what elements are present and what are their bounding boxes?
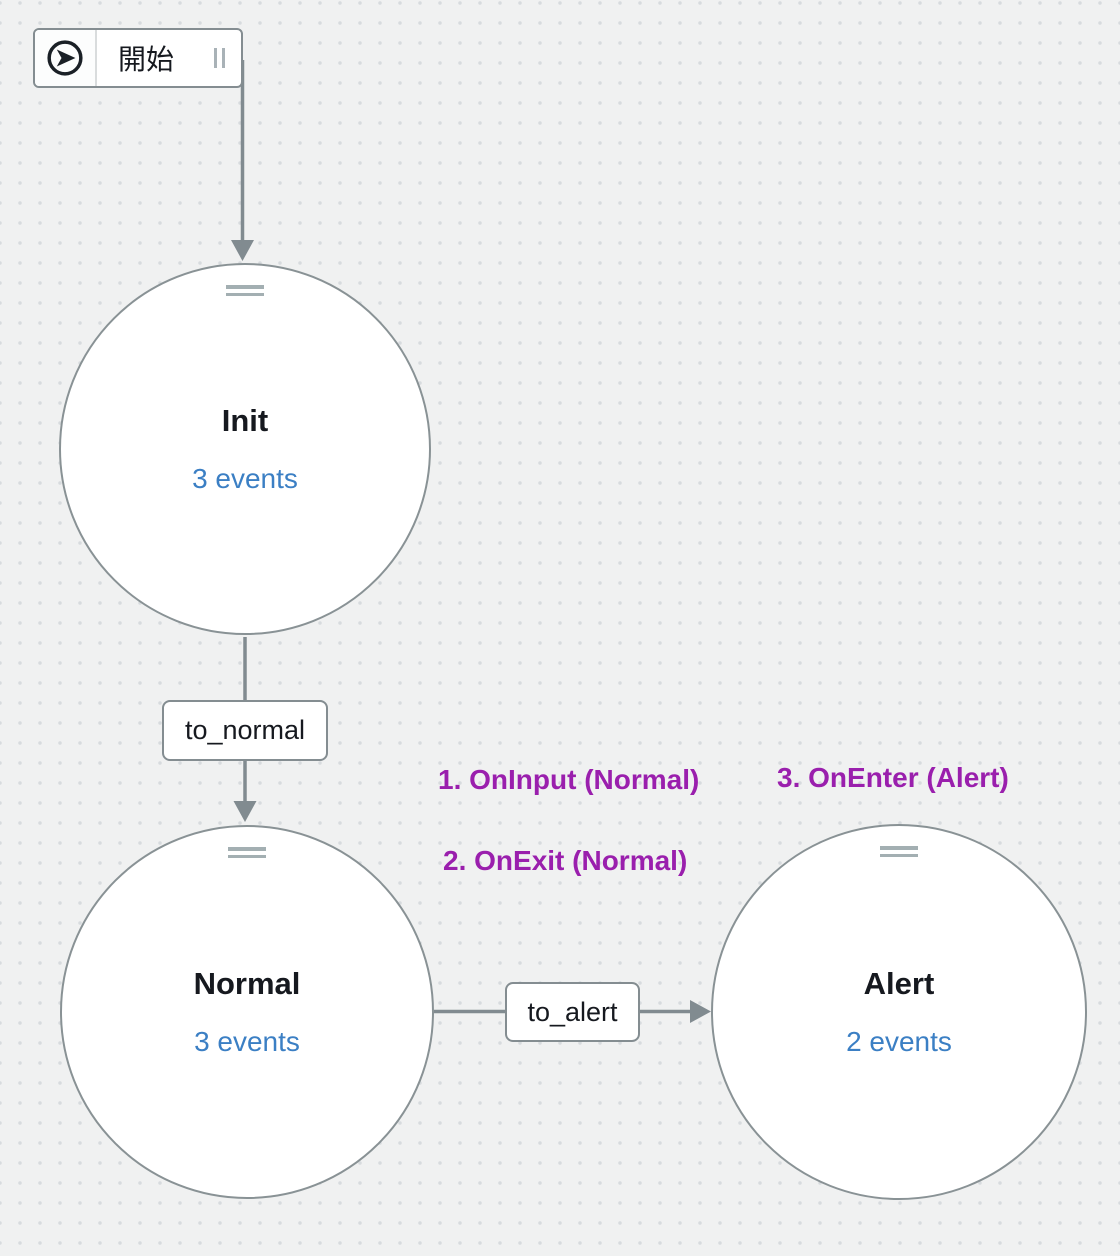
start-node-label: 開始 (118, 44, 175, 75)
drag-handle-icon[interactable] (226, 285, 264, 296)
drag-handle-icon[interactable] (228, 847, 266, 858)
start-icon (35, 30, 97, 86)
transition-text: to_alert (527, 996, 618, 1027)
state-title: Normal (193, 966, 301, 1001)
state-title: Alert (863, 966, 935, 1001)
drag-handle-icon[interactable] (880, 846, 918, 857)
transition-label-to-normal[interactable]: to_normal (162, 700, 328, 761)
edge-start-to-init[interactable] (231, 60, 254, 261)
annotation-oninput-normal: 1. OnInput (Normal) (438, 764, 700, 795)
state-node-normal[interactable]: Normal 3 events (60, 825, 434, 1199)
init-events-link[interactable]: 3 events (192, 463, 298, 494)
vertical-grip-icon[interactable] (214, 48, 225, 68)
transition-label-to-alert[interactable]: to_alert (505, 982, 640, 1042)
state-node-init[interactable]: Init 3 events (59, 263, 431, 635)
start-node[interactable]: 開始 (33, 28, 243, 88)
alert-events-link[interactable]: 2 events (846, 1026, 952, 1057)
annotation-onenter-alert: 3. OnEnter (Alert) (777, 762, 1009, 793)
annotation-onexit-normal: 2. OnExit (Normal) (443, 845, 688, 876)
state-node-alert[interactable]: Alert 2 events (711, 824, 1087, 1200)
state-title: Init (221, 403, 269, 438)
normal-events-link[interactable]: 3 events (194, 1026, 300, 1057)
transition-text: to_normal (184, 715, 306, 745)
